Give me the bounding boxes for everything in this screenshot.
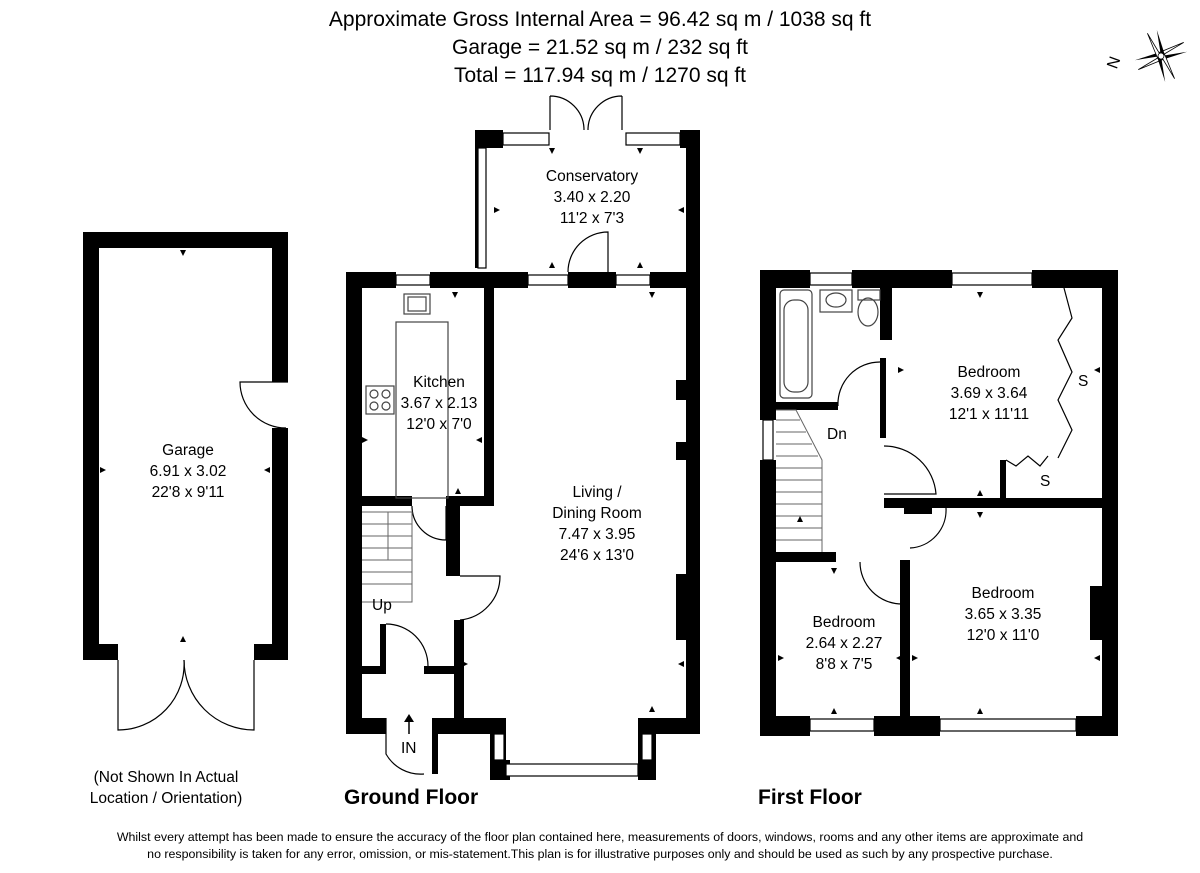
conservatory-label: Conservatory 3.40 x 2.20 11'2 x 7'3	[527, 166, 657, 229]
bedroom-2-label: Bedroom 3.65 x 3.35 12'0 x 11'0	[938, 583, 1068, 646]
disclaimer: Whilst every attempt has been made to en…	[0, 829, 1200, 863]
stairs-up-label: Up	[372, 597, 392, 614]
bedroom-2-name: Bedroom	[971, 585, 1035, 602]
note-line-1: (Not Shown In Actual	[93, 769, 239, 786]
stairs-down-label: Dn	[827, 426, 847, 443]
bedroom-1-label: Bedroom 3.69 x 3.64 12'1 x 11'11	[924, 362, 1054, 425]
kitchen-label: Kitchen 3.67 x 2.13 12'0 x 7'0	[389, 372, 489, 435]
bedroom-3-name: Bedroom	[812, 614, 876, 631]
bedroom-3-metric: 2.64 x 2.27	[805, 635, 883, 652]
garage-name: Garage	[162, 442, 214, 459]
garage-metric: 6.91 x 3.02	[149, 463, 227, 480]
kitchen-imperial: 12'0 x 7'0	[406, 416, 472, 433]
bedroom-3-imperial: 8'8 x 7'5	[815, 656, 873, 673]
conservatory-name: Conservatory	[545, 168, 639, 185]
measurement-arrows	[100, 148, 1100, 714]
living-name-line-2: Dining Room	[552, 505, 642, 522]
kitchen-name: Kitchen	[413, 374, 465, 391]
garage-label: Garage 6.91 x 3.02 22'8 x 9'11	[123, 440, 253, 503]
note-line-2: Location / Orientation)	[89, 790, 243, 807]
total-area: Total = 117.94 sq m / 1270 sq ft	[453, 64, 747, 87]
stairs	[362, 409, 823, 603]
living-name-line-1: Living /	[572, 484, 622, 501]
disclaimer-line-2: no responsibility is taken for any error…	[147, 847, 1053, 861]
living-metric: 7.47 x 3.95	[558, 526, 636, 543]
garage-area: Garage = 21.52 sq m / 232 sq ft	[452, 36, 748, 59]
entrance-arrow	[404, 714, 414, 734]
storage-label-2: S	[1040, 473, 1051, 490]
bedroom-1-metric: 3.69 x 3.64	[950, 385, 1028, 402]
gross-internal-area: Approximate Gross Internal Area = 96.42 …	[328, 8, 872, 31]
area-summary: Approximate Gross Internal Area = 96.42 …	[0, 6, 1200, 90]
first-floor-title: First Floor	[758, 786, 862, 809]
kitchen-metric: 3.67 x 2.13	[400, 395, 478, 412]
windows	[395, 132, 1077, 777]
bedroom-1-name: Bedroom	[957, 364, 1021, 381]
bedroom-3-label: Bedroom 2.64 x 2.27 8'8 x 7'5	[789, 612, 899, 675]
entrance-label: IN	[401, 740, 417, 757]
door-swings	[117, 95, 1073, 775]
compass-rose-icon	[1134, 29, 1188, 83]
ground-floor-title: Ground Floor	[344, 786, 479, 809]
disclaimer-line-1: Whilst every attempt has been made to en…	[116, 830, 1084, 844]
conservatory-metric: 3.40 x 2.20	[553, 189, 631, 206]
bedroom-2-imperial: 12'0 x 11'0	[966, 627, 1040, 644]
fixtures	[365, 289, 881, 499]
conservatory-imperial: 11'2 x 7'3	[559, 210, 625, 227]
garage-location-note: (Not Shown In Actual Location / Orientat…	[66, 767, 266, 809]
bedroom-1-imperial: 12'1 x 11'11	[948, 406, 1030, 423]
bedroom-2-metric: 3.65 x 3.35	[964, 606, 1042, 623]
living-dining-label: Living / Dining Room 7.47 x 3.95 24'6 x …	[527, 482, 667, 566]
storage-label-1: S	[1078, 373, 1089, 390]
living-imperial: 24'6 x 13'0	[559, 547, 634, 564]
garage-imperial: 22'8 x 9'11	[151, 484, 225, 501]
